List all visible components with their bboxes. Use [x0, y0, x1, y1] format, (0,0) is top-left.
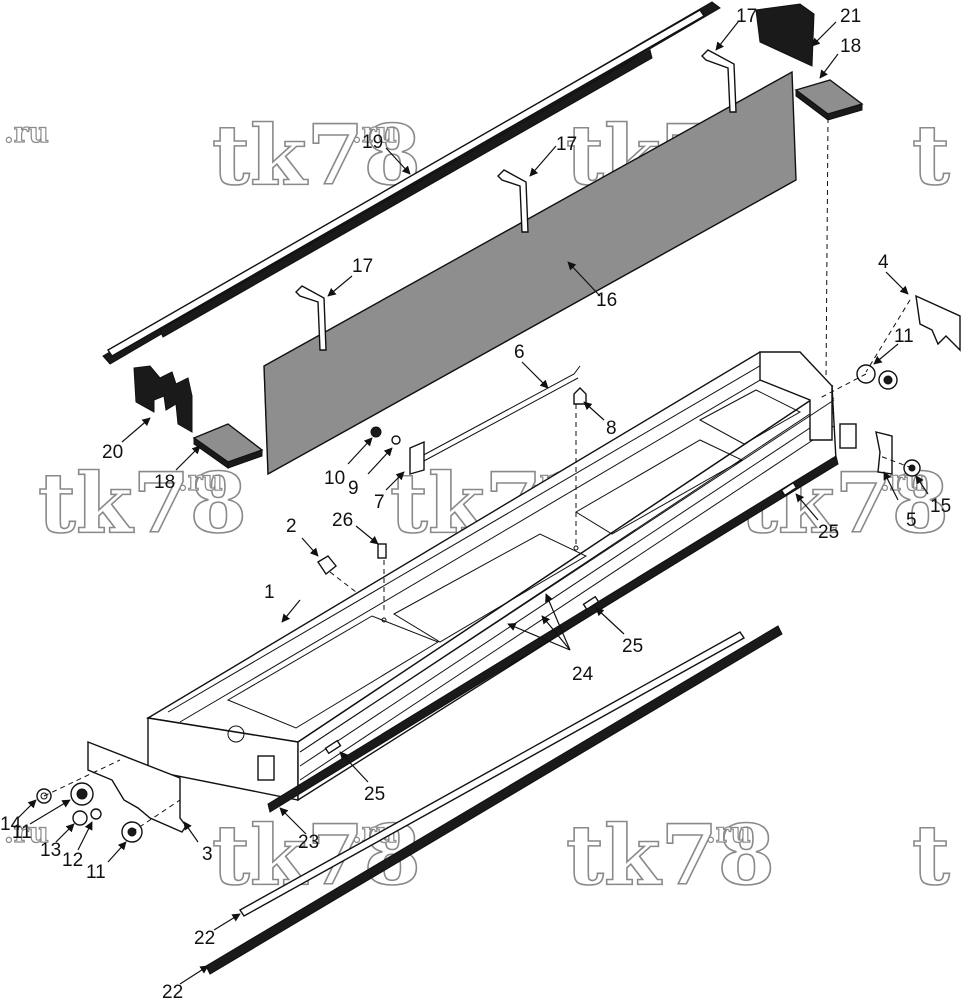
watermark-tile: tk78 .ru: [211, 107, 421, 205]
part-21-end-block: [755, 3, 815, 67]
part-26-post: [377, 543, 387, 559]
callout-25-lower: 25: [364, 784, 385, 805]
callout-25-middle: 25: [622, 636, 643, 657]
part-9-washer: [391, 435, 401, 445]
callout-11-right: 11: [894, 326, 914, 347]
callout-17-top: 17: [736, 6, 757, 27]
part-19-top-rail: [102, 1, 721, 365]
callout-leaders: [17, 21, 929, 985]
part-11-bearing: [856, 364, 898, 390]
part-11-bearing: [70, 782, 94, 806]
watermark-suffix-text: .ru: [178, 464, 223, 497]
callout-17-middle: 17: [556, 134, 577, 155]
callout-14: 14: [0, 814, 22, 835]
callout-26: 26: [332, 510, 353, 531]
callout-13: 13: [40, 840, 61, 861]
callout-18-left: 18: [154, 472, 175, 493]
part-5-end-plate: [875, 431, 893, 475]
watermark-partial-text: t: [912, 108, 950, 204]
part-3-end-plate: [87, 740, 187, 833]
watermark-tile: t: [911, 107, 951, 205]
callout-9: 9: [348, 478, 359, 499]
part-18-pad: [794, 79, 864, 121]
watermark-partial-suffix: .ru: [4, 116, 49, 149]
part-17-hook: [701, 49, 737, 113]
callout-2: 2: [286, 516, 297, 537]
part-17-hook: [295, 285, 327, 351]
part-7-bracket: [409, 440, 425, 475]
callout-24: 24: [572, 664, 594, 685]
callout-25-right: 25: [818, 522, 839, 543]
callout-5: 5: [906, 510, 917, 531]
part-8-clip: [573, 387, 587, 405]
callout-23: 23: [298, 832, 319, 853]
watermark-main-text: tk78: [212, 108, 421, 204]
callout-22-lower: 22: [162, 982, 183, 1000]
part-18-pad: [192, 423, 264, 469]
watermark-suffix-text: .ru: [706, 816, 751, 849]
callout-19: 19: [362, 132, 383, 153]
watermark-tile: .ru: [3, 115, 49, 149]
watermark-main-text: tk78: [38, 456, 247, 552]
callout-labels: 1 2 3 4 5 6 7 8 9 10 11 11 11 12 13 14 1…: [0, 6, 951, 1000]
part-13-bearing: [72, 810, 88, 826]
callout-21: 21: [840, 6, 861, 27]
callout-20: 20: [102, 442, 123, 463]
part-4-end-plate: [915, 294, 961, 352]
callout-1: 1: [264, 582, 275, 603]
part-23-bottom-rail: [267, 455, 839, 813]
watermark-tile: .ru: [3, 815, 49, 849]
callout-17-left: 17: [352, 256, 373, 277]
callout-8: 8: [606, 418, 617, 439]
part-6-rod: [417, 365, 581, 463]
part-12-bearing: [90, 808, 102, 820]
callout-22-upper: 22: [194, 928, 215, 949]
callout-11-left-lower: 11: [86, 862, 106, 883]
callout-3: 3: [202, 844, 213, 865]
watermark-partial-text: t: [912, 808, 950, 904]
part-2-connector: [317, 555, 337, 576]
part-25-clip: [324, 739, 342, 755]
callout-4: 4: [878, 252, 889, 273]
part-22-strip: [238, 631, 746, 917]
callout-11-left-upper: 11: [12, 822, 32, 843]
part-17-hook: [497, 169, 529, 233]
watermark-partial-suffix: .ru: [4, 816, 49, 849]
watermark-main-text: tk78: [212, 808, 421, 904]
watermark-tile: tk78 .ru: [37, 455, 247, 553]
callout-12: 12: [62, 850, 83, 871]
callout-15: 15: [930, 496, 951, 517]
callout-16: 16: [596, 290, 617, 311]
watermark-tile: t: [911, 807, 951, 905]
callout-7: 7: [374, 492, 385, 513]
callout-18-right: 18: [840, 36, 861, 57]
watermark-suffix-text: .ru: [352, 116, 397, 149]
callout-10: 10: [324, 468, 345, 489]
watermark-main-text: tk78: [566, 808, 775, 904]
watermark-tile: tk78 .ru: [211, 807, 421, 905]
part-24-rail-strip: [299, 399, 835, 753]
watermark-tile: tk78 .ru: [565, 807, 775, 905]
part-20-end-bracket: [133, 365, 193, 433]
part-25-clip: [582, 595, 600, 611]
part-16-mesh-panel: [263, 70, 797, 476]
callout-6: 6: [514, 342, 525, 363]
assembly-lines: [43, 117, 913, 833]
part-25-clip: [780, 481, 798, 497]
part-10-nut: [370, 426, 382, 438]
part-1-main-frame: [145, 351, 857, 802]
